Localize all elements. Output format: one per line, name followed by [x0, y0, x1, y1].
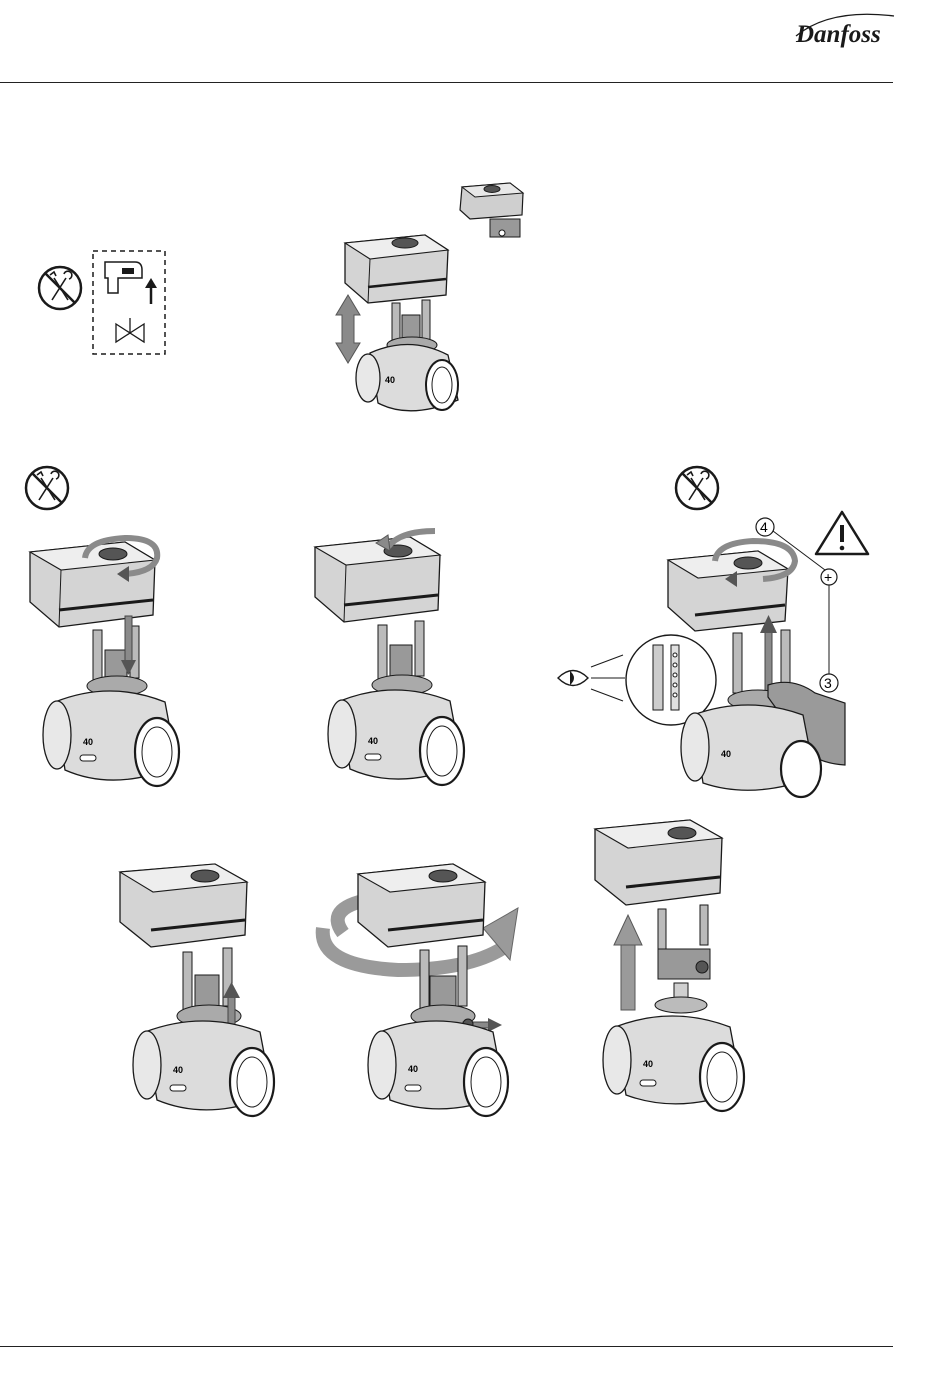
no-tools-icon: [39, 267, 81, 309]
step3-figure: 4 + 3: [553, 515, 853, 800]
arrow-up-icon: [145, 278, 157, 304]
valve-marking: 40: [385, 375, 395, 385]
valve-symbol-icon: [116, 318, 144, 342]
actuator-symbol-icon: [105, 262, 142, 293]
small-actuator-icon: [460, 183, 523, 237]
eye-icon: [558, 655, 625, 701]
valve-marking: 40: [408, 1064, 418, 1074]
mounting-symbol-figure: [30, 248, 180, 363]
arrow-up-icon: [614, 915, 642, 1010]
yoke-icon: [411, 946, 475, 1027]
no-tools-icon: [26, 467, 68, 509]
valve-body-icon: 40: [368, 1021, 508, 1116]
yoke-icon: [372, 621, 432, 695]
double-arrow-icon: [336, 295, 360, 363]
step1-figure: 40: [25, 530, 195, 800]
brand-wordmark: Danfoss: [795, 21, 881, 48]
label-four: 4: [760, 519, 768, 535]
step5-figure: 40: [318, 858, 528, 1123]
yoke-icon: [87, 626, 147, 696]
step6-figure: 40: [590, 815, 760, 1125]
coupling-icon: [658, 905, 710, 979]
valve-marking: 40: [83, 737, 93, 747]
plus-sign: +: [824, 569, 832, 585]
valve-body-icon: 40: [328, 690, 464, 785]
valve-marking: 40: [721, 749, 731, 759]
footer-rule: [0, 1346, 893, 1347]
valve-marking: 40: [643, 1059, 653, 1069]
no-tools-marker-left: [22, 463, 72, 513]
no-tools-icon: [676, 467, 718, 509]
step4-figure: 40: [115, 860, 295, 1125]
valve-body-icon: 40: [133, 1021, 274, 1116]
actuator-icon: [345, 235, 448, 303]
actuator-icon: [358, 864, 485, 947]
label-three: 3: [824, 675, 832, 691]
valve-body-icon: 40: [43, 691, 179, 786]
valve-body-icon: 40: [356, 344, 458, 410]
danfoss-logo: Danfoss: [790, 6, 900, 50]
overview-figure: 40: [330, 175, 530, 425]
actuator-icon: [30, 542, 155, 627]
header-rule: [0, 82, 893, 83]
valve-body-icon: 40: [603, 1016, 744, 1111]
step2-figure: 40: [310, 525, 490, 795]
valve-body-icon: 40: [681, 705, 821, 797]
actuator-icon: [315, 537, 440, 622]
actuator-icon: [120, 864, 247, 947]
valve-marking: 40: [173, 1065, 183, 1075]
no-tools-marker-right: [672, 463, 722, 513]
valve-stem-icon: [655, 983, 707, 1013]
valve-marking: 40: [368, 736, 378, 746]
actuator-icon: [595, 820, 722, 905]
